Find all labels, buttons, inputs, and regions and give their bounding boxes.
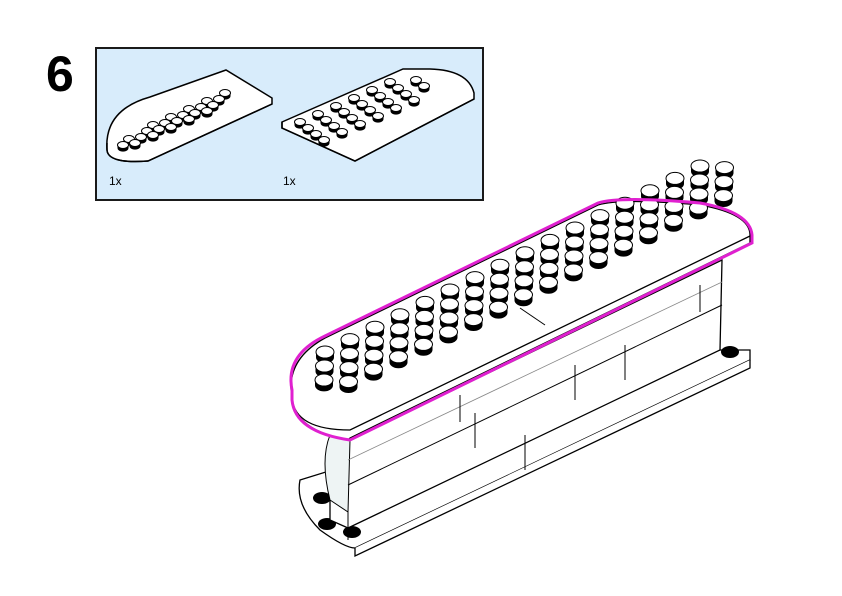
part-qty-2: 1x — [283, 174, 296, 188]
half-round-plate-part — [106, 69, 273, 163]
new-part-highlight — [289, 198, 754, 442]
step-number: 6 — [46, 46, 74, 102]
part-qty-1: 1x — [109, 174, 122, 188]
half-round-plate-mirrored-part — [281, 68, 475, 162]
top-plate — [289, 159, 754, 442]
